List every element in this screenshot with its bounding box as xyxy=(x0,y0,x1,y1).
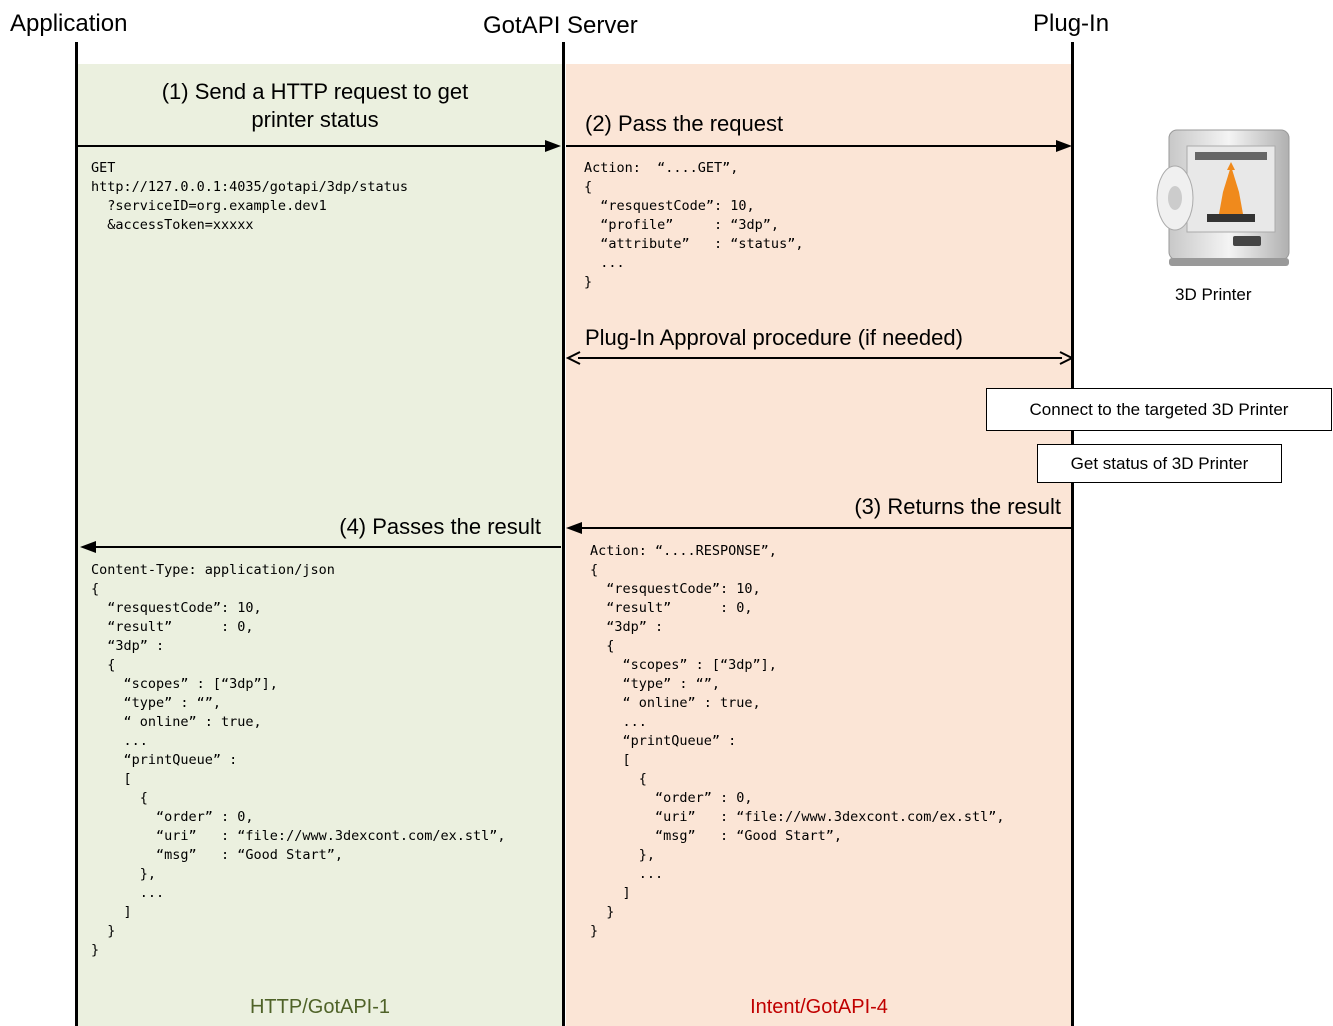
http-response-code: Content-Type: application/json { “resque… xyxy=(91,562,506,958)
intent-response-code: Action: “....RESPONSE”, { “resquestCode”… xyxy=(590,543,1005,939)
http-footer: HTTP/GotAPI-1 xyxy=(249,996,391,1018)
step4-label: (4) Passes the result xyxy=(339,514,541,539)
plugin-title: Plug-In xyxy=(1033,10,1110,37)
approval-label: Plug-In Approval procedure (if needed) xyxy=(585,325,963,350)
step1-label: (1) Send a HTTP request to get printer s… xyxy=(161,79,469,132)
intent-panel xyxy=(566,64,1072,1026)
approval-arrow xyxy=(565,351,1075,365)
connect-box: Connect to the targeted 3D Printer xyxy=(986,388,1332,431)
intent-request-code: Action: “....GET”, { “resquestCode”: 10,… xyxy=(584,160,804,290)
step2-label: (2) Pass the request xyxy=(585,111,784,136)
step2-arrow xyxy=(566,140,1072,152)
http-request-code: GET http://127.0.0.1:4035/gotapi/3dp/sta… xyxy=(91,160,408,233)
plugin-lifeline xyxy=(1071,42,1074,1026)
application-lifeline xyxy=(75,42,78,1026)
server-lifeline xyxy=(562,42,565,1026)
http-panel xyxy=(77,64,563,1026)
step1-arrow xyxy=(77,140,561,152)
step3-arrow xyxy=(566,522,1072,534)
step3-label: (3) Returns the result xyxy=(854,494,1061,519)
intent-footer: Intent/GotAPI-4 xyxy=(750,996,888,1018)
printer-caption: 3D Printer xyxy=(1175,285,1252,304)
get-status-box: Get status of 3D Printer xyxy=(1037,444,1282,483)
application-title: Application xyxy=(10,10,128,37)
step4-arrow xyxy=(80,541,561,553)
3d-printer-image xyxy=(1156,129,1290,266)
server-title: GotAPI Server xyxy=(483,12,638,39)
